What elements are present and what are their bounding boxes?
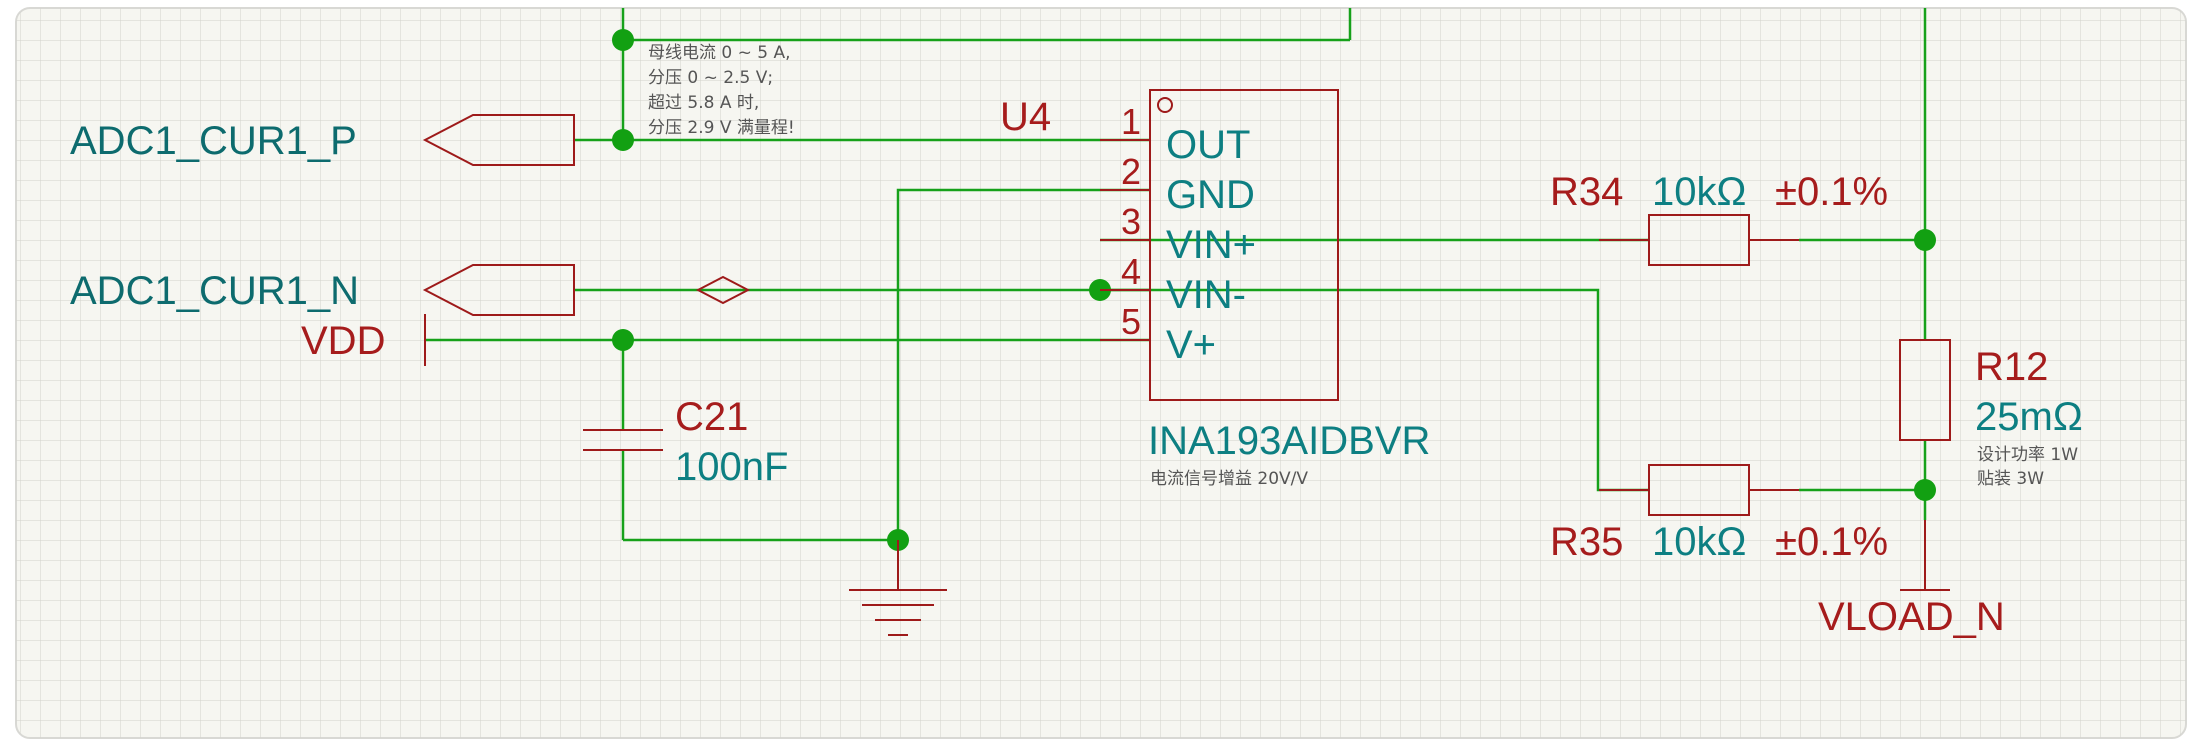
resistor-r35[interactable]: R35 10kΩ ±0.1% (1550, 464, 1888, 564)
port-adc-p[interactable]: ADC1_CUR1_P (70, 114, 575, 166)
r12-designator: R12 (1975, 345, 2048, 389)
junction-dot (1914, 229, 1936, 251)
pin-name: VIN+ (1166, 223, 1256, 267)
r35-tolerance: ±0.1% (1775, 520, 1888, 564)
pin1-marker-icon (1157, 97, 1173, 113)
junction-dot (612, 329, 634, 351)
u4-part-number: INA193AIDBVR (1148, 419, 1430, 463)
r12-value: 25mΩ (1975, 395, 2083, 439)
pin-name: OUT (1166, 123, 1250, 167)
current-note: 母线电流 0 ~ 5 A, 分压 0 ~ 2.5 V; 超过 5.8 A 时, … (648, 43, 795, 138)
pin-number: 1 (1121, 101, 1141, 142)
resistor-body (1899, 339, 1951, 441)
pin-name: VIN- (1166, 273, 1246, 317)
resistor-r12[interactable]: R12 25mΩ 设计功率 1W 贴装 3W (1899, 339, 2083, 489)
note-line: 分压 2.9 V 满量程! (648, 118, 795, 138)
junction-dot (1914, 479, 1936, 501)
r12-mount-note: 贴装 3W (1977, 469, 2044, 489)
ground-symbol[interactable] (849, 540, 947, 636)
port-arrow-shape (422, 264, 575, 316)
u4-body (1149, 89, 1339, 401)
net-diamond-icon (695, 275, 751, 305)
c21-value: 100nF (675, 445, 788, 489)
junction-dot (612, 129, 634, 151)
port-adc-n[interactable]: ADC1_CUR1_N (70, 264, 575, 316)
wire-gnd (896, 188, 1150, 540)
power-port-vdd[interactable]: VDD (301, 314, 426, 366)
pin-name: GND (1166, 173, 1255, 217)
sheet-grid-lines (16, 8, 2186, 738)
pin-number: 3 (1121, 201, 1141, 242)
port-adc-p-label: ADC1_CUR1_P (70, 119, 357, 163)
note-line: 超过 5.8 A 时, (648, 93, 759, 113)
pin-name: V+ (1166, 323, 1216, 367)
r34-tolerance: ±0.1% (1775, 170, 1888, 214)
note-line: 分压 0 ~ 2.5 V; (648, 68, 773, 88)
port-adc-n-label: ADC1_CUR1_N (70, 269, 359, 313)
vdd-label: VDD (301, 319, 385, 363)
port-arrow-shape (422, 114, 575, 166)
r34-designator: R34 (1550, 170, 1623, 214)
r35-designator: R35 (1550, 520, 1623, 564)
r34-value: 10kΩ (1652, 170, 1746, 214)
pin-number: 2 (1121, 151, 1141, 192)
ic-u4[interactable]: U4 1 2 3 4 5 OUT GND VIN+ VIN- V+ INA193… (1000, 89, 1430, 489)
r12-power-note: 设计功率 1W (1977, 445, 2078, 465)
u4-description: 电流信号增益 20V/V (1150, 469, 1308, 489)
port-vload-n[interactable]: VLOAD_N (1818, 520, 2005, 639)
junction-dot (612, 29, 634, 51)
note-line: 母线电流 0 ~ 5 A, (648, 43, 791, 63)
pin-number: 5 (1121, 301, 1141, 342)
r35-value: 10kΩ (1652, 520, 1746, 564)
capacitor-c21[interactable]: C21 100nF (583, 395, 788, 489)
resistor-r34[interactable]: R34 10kΩ ±0.1% (1550, 170, 1888, 266)
c21-designator: C21 (675, 395, 748, 439)
vload-n-label: VLOAD_N (1818, 595, 2005, 639)
u4-designator: U4 (1000, 95, 1051, 139)
pin-number: 4 (1121, 251, 1141, 292)
